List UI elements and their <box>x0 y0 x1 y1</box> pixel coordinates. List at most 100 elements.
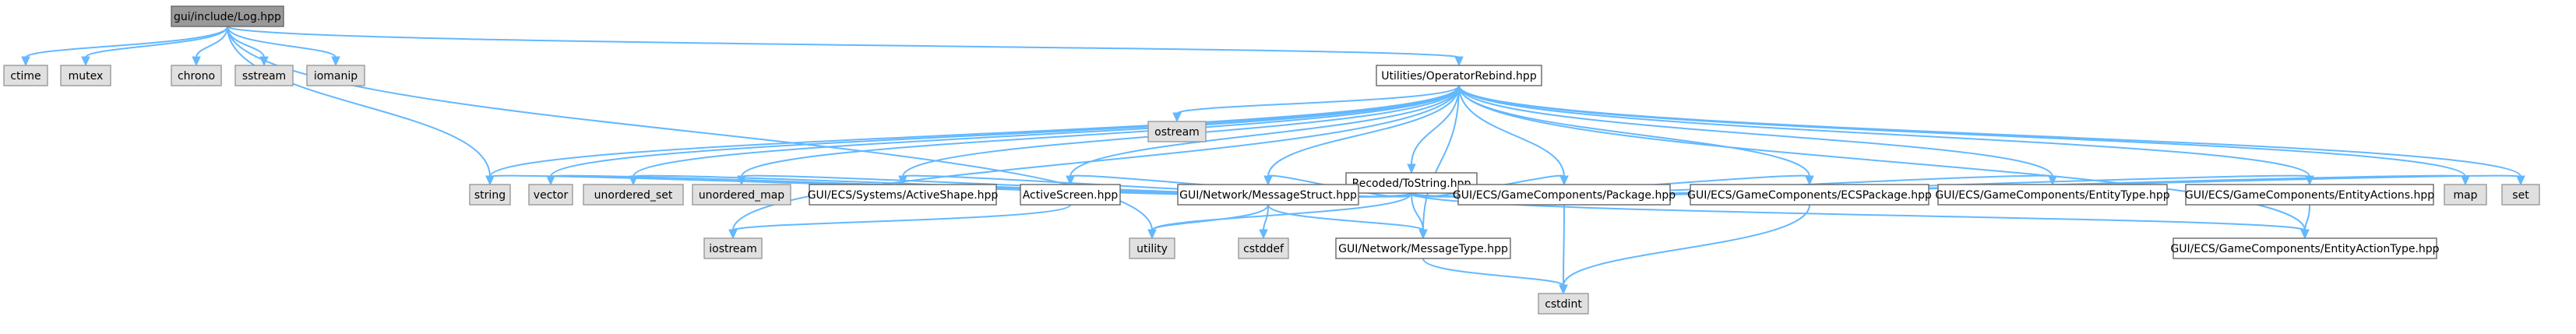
node-label: GUI/ECS/GameComponents/ECSPackage.hpp <box>1687 189 1932 202</box>
node-entityactions[interactable]: GUI/ECS/GameComponents/EntityActions.hpp <box>2185 184 2434 206</box>
edge-arrowhead <box>728 229 738 240</box>
node-label: ActiveScreen.hpp <box>1023 189 1119 202</box>
node-box <box>1238 237 1289 259</box>
edge-entityactions-to-entityactiontype <box>2300 204 2310 240</box>
node-msgstruct[interactable]: GUI/Network/MessageStruct.hpp <box>1177 184 1359 206</box>
node-entitytype[interactable]: GUI/ECS/GameComponents/EntityType.hpp <box>1935 184 2170 206</box>
edge-arrowhead <box>2461 175 2470 186</box>
node-package[interactable]: GUI/ECS/GameComponents/Package.hpp <box>1453 184 1676 206</box>
edge-line <box>1151 204 1269 231</box>
node-label: gui/include/Log.hpp <box>174 11 281 23</box>
edge-arrowhead <box>546 175 555 186</box>
node-label: iomanip <box>314 70 358 83</box>
node-label: cstddef <box>1243 243 1284 255</box>
edge-line <box>489 85 1460 178</box>
node-label: ostream <box>1154 126 1200 139</box>
node-ecspackage[interactable]: GUI/ECS/GameComponents/ECSPackage.hpp <box>1687 184 1932 206</box>
node-iomanip: iomanip <box>306 65 365 86</box>
edge-arrowhead <box>485 175 495 186</box>
node-activescreen[interactable]: ActiveScreen.hpp <box>1020 184 1121 206</box>
edge-line <box>1267 204 1424 231</box>
edge-arrowhead <box>1259 229 1268 240</box>
node-label: Recoded/ToString.hpp <box>1352 178 1471 190</box>
node-box <box>1020 184 1121 206</box>
node-box <box>809 184 997 206</box>
edge-line <box>227 26 491 178</box>
edge-line <box>633 85 1460 178</box>
edge-line <box>1422 85 1460 231</box>
edge-ecspackage-to-cstdint <box>1559 204 1810 295</box>
edge-line <box>1176 85 1460 114</box>
node-label: utility <box>1136 243 1168 255</box>
node-box <box>2501 184 2540 206</box>
node-box <box>1937 184 2168 206</box>
edge-msgstruct-to-cstddef <box>1259 204 1269 240</box>
node-box <box>703 237 763 259</box>
node-umap: unordered_map <box>692 184 791 206</box>
node-box <box>234 65 294 86</box>
edge-arrowhead <box>1454 56 1464 67</box>
edge-arrowhead <box>737 175 746 186</box>
node-oprebind[interactable]: Utilities/OperatorRebind.hpp <box>1376 65 1542 86</box>
edge-arrowhead <box>1407 163 1416 174</box>
edge-line <box>741 85 1460 178</box>
node-box <box>1345 172 1478 194</box>
node-box <box>1457 184 1671 206</box>
node-activeshape[interactable]: GUI/ECS/Systems/ActiveShape.hpp <box>808 184 999 206</box>
edge-arrowhead <box>1559 175 1569 186</box>
node-box <box>1129 237 1175 259</box>
edge-line <box>25 26 228 58</box>
edge-line <box>1411 192 1424 231</box>
node-tostring[interactable]: Recoded/ToString.hpp <box>1345 172 1478 194</box>
node-uset: unordered_set <box>583 184 684 206</box>
node-box <box>469 184 511 206</box>
node-entityactiontype[interactable]: GUI/ECS/GameComponents/EntityActionType.… <box>2170 237 2440 259</box>
edge-line <box>2304 204 2310 231</box>
edge-line <box>550 85 1460 178</box>
edge-line <box>227 26 337 58</box>
node-label: GUI/ECS/GameComponents/Package.hpp <box>1453 189 1676 202</box>
edge-arrowhead <box>2048 175 2057 186</box>
node-label: GUI/Network/MessageType.hpp <box>1338 243 1508 255</box>
edge-line <box>1458 85 1810 178</box>
edge-line <box>227 26 1460 58</box>
edge-line <box>1422 258 1564 287</box>
edge-line <box>1458 85 1565 178</box>
edge-oprebind-to-ostream <box>1172 85 1460 123</box>
edge-arrowhead <box>629 175 638 186</box>
edge-line <box>1458 85 2521 178</box>
edge-msgstruct-to-utility <box>1147 204 1269 240</box>
node-label: ctime <box>10 70 41 83</box>
node-box <box>692 184 791 206</box>
edge-line <box>1563 204 1565 287</box>
edge-line <box>227 26 1153 231</box>
node-string: string <box>469 184 511 206</box>
node-mutex: mutex <box>60 65 111 86</box>
node-log[interactable]: gui/include/Log.hpp <box>171 5 284 27</box>
node-cstddef: cstddef <box>1238 237 1289 259</box>
edge-line <box>1458 85 2310 178</box>
node-label: vector <box>534 189 569 202</box>
node-label: cstdint <box>1545 298 1582 311</box>
edge-arrowhead <box>21 56 30 67</box>
edge-arrowhead <box>1805 175 1814 186</box>
node-box <box>1538 293 1589 315</box>
node-msgtype[interactable]: GUI/Network/MessageType.hpp <box>1335 237 1511 259</box>
node-sstream: sstream <box>234 65 294 86</box>
edge-oprebind-to-package <box>1458 85 1569 186</box>
node-cstdint: cstdint <box>1538 293 1589 315</box>
node-label: unordered_map <box>699 189 784 202</box>
node-box <box>1690 184 1929 206</box>
node-label: GUI/Network/MessageStruct.hpp <box>1179 189 1357 202</box>
edge-msgtype-to-cstdint <box>1422 258 1568 295</box>
node-label: chrono <box>178 70 215 83</box>
node-label: iostream <box>709 243 757 255</box>
edge-line <box>85 26 228 58</box>
node-set: set <box>2501 184 2540 206</box>
node-iostream: iostream <box>703 237 763 259</box>
edge-log-to-iomanip <box>227 26 340 67</box>
edge-arrowhead <box>2300 229 2310 240</box>
node-label: sstream <box>242 70 286 83</box>
node-ctime: ctime <box>3 65 48 86</box>
